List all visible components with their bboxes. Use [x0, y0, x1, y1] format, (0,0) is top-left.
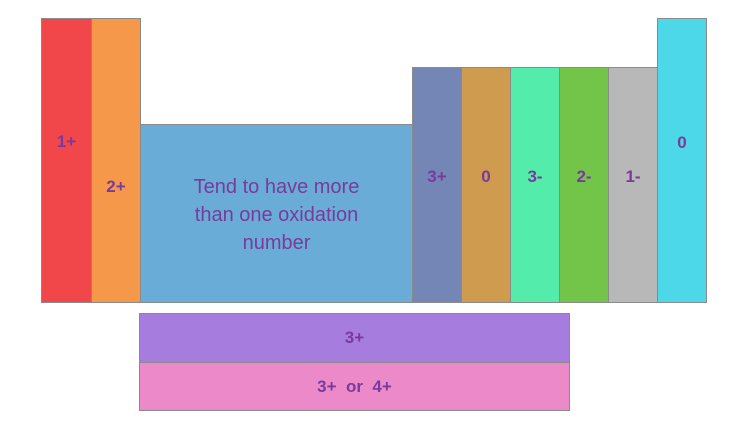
transition-metals-text-line-1: Tend to have more	[193, 176, 360, 198]
group-1-charge-label: 1+	[56, 132, 77, 151]
transition-metals-block: Tend to have more than one oxidation num…	[140, 124, 413, 303]
group-18-column: 0	[657, 18, 707, 303]
transition-metals-text-line-2: than one oxidation	[194, 204, 359, 226]
group-2-column: 2+	[91, 18, 141, 303]
group-1-column: 1+	[41, 18, 92, 303]
group-18-charge-label: 0	[677, 133, 687, 152]
actinides-row: 3+ or 4+	[139, 362, 570, 411]
group-16-charge-label: 2-	[576, 167, 592, 186]
group-2-charge-label: 2+	[106, 177, 126, 196]
group-17-column: 1-	[608, 67, 658, 303]
group-15-column: 3-	[510, 67, 560, 303]
lanthanides-row: 3+	[139, 313, 570, 363]
group-17-charge-label: 1-	[625, 167, 641, 186]
group-15-charge-label: 3-	[527, 167, 543, 186]
transition-metals-text-line-3: number	[242, 232, 311, 254]
group-14-charge-label: 0	[481, 167, 491, 186]
group-14-column: 0	[461, 67, 511, 303]
group-13-charge-label: 3+	[427, 167, 447, 186]
group-13-column: 3+	[412, 67, 462, 303]
group-16-column: 2-	[559, 67, 609, 303]
actinides-charge-label: 3+ or 4+	[317, 376, 392, 396]
lanthanides-charge-label: 3+	[344, 328, 365, 347]
